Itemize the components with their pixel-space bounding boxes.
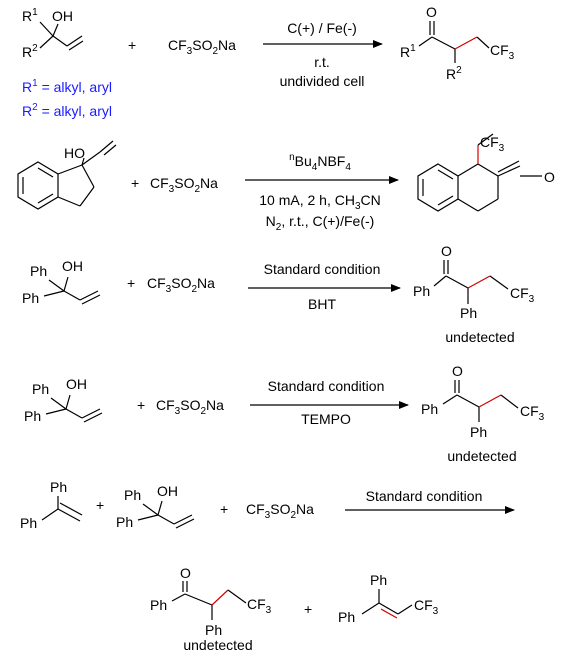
svg-text:OH: OH — [52, 8, 73, 24]
product-tetralone: CF3 O — [417, 133, 555, 212]
sulfinate-reagent-5: CF3SO2Na — [246, 501, 314, 521]
plus-sign-5: + — [96, 497, 104, 513]
svg-text:O: O — [180, 565, 191, 581]
svg-text:10 mA, 2 h, CH3CN: 10 mA, 2 h, CH3CN — [259, 192, 381, 212]
row-indanol-reaction: HO + CF3SO2Na nBu4NBF4 10 mA, 2 h, CH3CN… — [17, 133, 555, 233]
reaction-arrow-tempo: Standard condition TEMPO — [250, 378, 409, 427]
reaction-arrow-bht: Standard condition BHT — [248, 261, 401, 312]
svg-text:Ph: Ph — [20, 515, 37, 531]
svg-text:BHT: BHT — [308, 296, 336, 312]
substituent-legend: R1 = alkyl, aryl R2 = alkyl, aryl — [22, 78, 112, 119]
svg-text:R2: R2 — [446, 65, 462, 82]
svg-text:R1: R1 — [400, 43, 416, 60]
row-competition: Ph Ph + Ph OH Ph + CF3SO2Na Standard con… — [20, 479, 515, 653]
row-general-reaction: R1 OH R2 R1 = alkyl, aryl R2 = alkyl, ar… — [22, 4, 515, 119]
svg-text:Ph: Ph — [150, 597, 167, 613]
svg-text:Ph: Ph — [24, 408, 41, 424]
undetected-label-3: undetected — [183, 637, 252, 653]
svg-text:R1: R1 — [22, 7, 38, 24]
svg-text:Ph: Ph — [338, 609, 355, 625]
svg-text:R2 = alkyl, aryl: R2 = alkyl, aryl — [22, 102, 112, 119]
product-ketone-bht: O Ph Ph CF3 undetected — [413, 243, 535, 345]
svg-text:r.t.: r.t. — [314, 54, 330, 70]
svg-text:Standard condition: Standard condition — [268, 378, 385, 394]
sulfinate-reagent: CF3SO2Na — [168, 37, 236, 57]
plus-sign-3: + — [127, 275, 135, 291]
svg-text:Ph: Ph — [413, 283, 430, 299]
svg-text:CF3: CF3 — [480, 134, 505, 154]
product-ketone-competition: O Ph Ph CF3 undetected — [150, 565, 272, 653]
svg-text:CF3: CF3 — [414, 597, 439, 617]
svg-text:Standard condition: Standard condition — [366, 488, 483, 504]
product-trifluoromethyl-alkene: Ph Ph CF3 — [338, 572, 439, 625]
svg-text:O: O — [452, 363, 463, 379]
svg-text:O: O — [426, 4, 437, 20]
svg-text:O: O — [544, 169, 555, 185]
svg-text:Ph: Ph — [421, 401, 438, 417]
plus-sign-2: + — [131, 175, 139, 191]
svg-text:OH: OH — [157, 483, 178, 499]
svg-text:Ph: Ph — [460, 305, 477, 321]
reaction-arrow-general: C(+) / Fe(-) r.t. undivided cell — [263, 20, 383, 89]
product-general-ketone: O R1 R2 CF3 — [400, 4, 515, 82]
undetected-label-1: undetected — [445, 329, 514, 345]
svg-text:Standard condition: Standard condition — [264, 261, 381, 277]
svg-text:undivided cell: undivided cell — [280, 73, 365, 89]
allylic-alcohol-general: R1 OH R2 — [22, 7, 84, 60]
svg-text:OH: OH — [62, 258, 83, 274]
product-ketone-tempo: O Ph Ph CF3 undetected — [421, 363, 545, 464]
diphenyl-allyl-alcohol-1: Ph OH Ph — [22, 258, 101, 306]
diphenyl-allyl-alcohol-2: Ph OH Ph — [24, 376, 103, 424]
sulfinate-reagent-3: CF3SO2Na — [147, 275, 215, 295]
svg-text:R2: R2 — [22, 43, 38, 60]
row-bht-control: Ph OH Ph + CF3SO2Na Standard condition B… — [22, 243, 535, 345]
svg-text:CF3: CF3 — [510, 285, 535, 305]
svg-text:Ph: Ph — [116, 514, 133, 530]
plus-sign-4: + — [137, 397, 145, 413]
reaction-arrow-competition: Standard condition — [345, 488, 515, 514]
svg-text:Ph: Ph — [22, 290, 39, 306]
svg-text:R1 = alkyl, aryl: R1 = alkyl, aryl — [22, 78, 112, 95]
row-tempo-control: Ph OH Ph + CF3SO2Na Standard condition T… — [24, 363, 545, 464]
svg-text:C(+) / Fe(-): C(+) / Fe(-) — [287, 20, 357, 36]
svg-text:Ph: Ph — [124, 487, 141, 503]
reaction-arrow-indanol: nBu4NBF4 10 mA, 2 h, CH3CN N2, r.t., C(+… — [245, 152, 399, 233]
svg-text:HO: HO — [64, 145, 85, 161]
diphenyl-allyl-alcohol-3: Ph OH Ph — [116, 483, 195, 530]
sulfinate-reagent-2: CF3SO2Na — [150, 175, 218, 195]
diphenylethylene: Ph Ph — [20, 479, 83, 531]
svg-text:Ph: Ph — [370, 572, 387, 588]
svg-text:N2, r.t., C(+)/Fe(-): N2, r.t., C(+)/Fe(-) — [266, 213, 375, 233]
vinyl-indanol-substrate: HO — [17, 140, 117, 210]
svg-text:O: O — [441, 243, 452, 259]
plus-sign: + — [128, 37, 136, 53]
plus-sign-7: + — [304, 601, 312, 617]
svg-text:OH: OH — [66, 376, 87, 392]
svg-text:Ph: Ph — [30, 263, 47, 279]
svg-text:nBu4NBF4: nBu4NBF4 — [289, 152, 351, 173]
plus-sign-6: + — [220, 501, 228, 517]
svg-text:CF3: CF3 — [490, 42, 515, 62]
svg-text:Ph: Ph — [32, 381, 49, 397]
svg-text:CF3: CF3 — [247, 596, 272, 616]
sulfinate-reagent-4: CF3SO2Na — [156, 397, 224, 417]
svg-text:CF3: CF3 — [520, 403, 545, 423]
svg-text:Ph: Ph — [205, 622, 222, 638]
svg-text:TEMPO: TEMPO — [301, 411, 351, 427]
svg-text:Ph: Ph — [50, 479, 67, 495]
svg-text:Ph: Ph — [470, 424, 487, 440]
undetected-label-2: undetected — [447, 448, 516, 464]
